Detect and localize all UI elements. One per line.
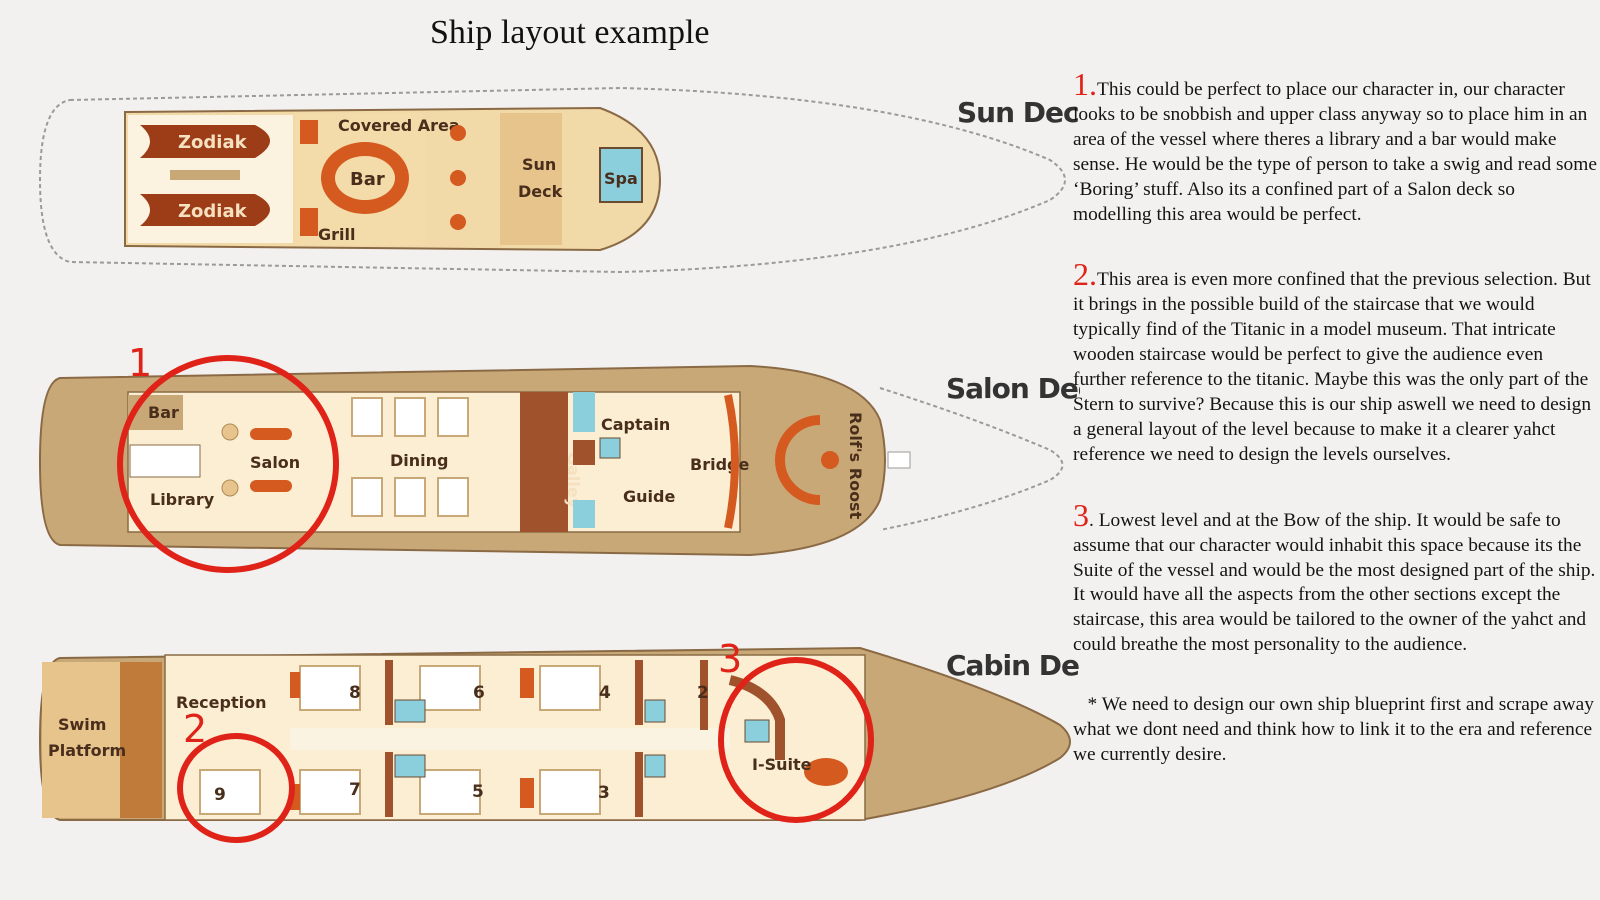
sun-deck-label-a: Sun xyxy=(522,155,556,174)
galley-cooler xyxy=(573,392,595,432)
bar-inner xyxy=(335,156,395,200)
guide-label: Guide xyxy=(623,487,675,506)
salon-label: Salon xyxy=(250,453,300,472)
suite-tub xyxy=(804,758,848,786)
grill-unit-1 xyxy=(300,120,318,144)
roost-table xyxy=(821,451,839,469)
zodiak-boat-2 xyxy=(140,194,270,226)
page-title: Ship layout example xyxy=(430,14,710,51)
sun-tables xyxy=(450,125,466,230)
cabin-5-label: 5 xyxy=(472,782,484,802)
note-1-number: 1. xyxy=(1073,66,1097,102)
footnote-text: * We need to design our own ship bluepri… xyxy=(1073,694,1594,765)
note-2-text: This area is even more confined that the… xyxy=(1073,269,1592,465)
captain-label: Captain xyxy=(601,415,670,434)
swim-label-a: Swim xyxy=(58,715,106,734)
note-3-number: 3 xyxy=(1073,496,1089,533)
rolfs-roost-label: Rolf's Roost xyxy=(846,412,865,520)
swim-label-b: Platform xyxy=(48,741,126,760)
salon-deck-label: Salon Deck xyxy=(946,372,1080,405)
grill-unit-2 xyxy=(300,208,318,236)
dining-tables xyxy=(351,397,469,517)
covered-area-label: Covered Area xyxy=(338,116,460,135)
highlight-markers: 1 2 3 xyxy=(117,341,874,843)
salon-bar xyxy=(128,395,183,430)
marker-circle-2 xyxy=(177,733,295,843)
note-2-number: 2. xyxy=(1073,256,1097,293)
cabin-4-label: 4 xyxy=(599,683,611,703)
bridge-label: Bridge xyxy=(690,455,749,474)
dining-label: Dining xyxy=(390,451,448,470)
swim-steps xyxy=(120,662,162,818)
note-1-text: This could be perfect to place our chara… xyxy=(1073,79,1597,225)
cabin-deck: Swim Platform Reception 8 6 4 2 9 7 xyxy=(38,646,1080,821)
cabin-furniture xyxy=(290,668,534,810)
spa-pool xyxy=(599,147,643,203)
cabin-9-label: 9 xyxy=(214,785,226,805)
grill-label: Grill xyxy=(318,225,355,244)
galley-label: Galley xyxy=(564,452,583,509)
salon-chairs xyxy=(221,423,239,497)
salon-deck-outline xyxy=(879,387,1064,531)
galley xyxy=(520,392,568,532)
salon-bar-label: Bar xyxy=(148,403,179,422)
corridor xyxy=(290,728,730,750)
zodiak-boat-1 xyxy=(140,125,270,158)
cabin-6-label: 6 xyxy=(473,683,485,703)
spa-label: Spa xyxy=(604,169,638,188)
note-2: 2.This area is even more confined that t… xyxy=(1073,258,1598,467)
sun-deck: Zodiak Zodiak Covered Area Bar Grill Sun… xyxy=(38,86,1080,274)
suite-stair xyxy=(728,675,785,760)
bridge-console xyxy=(724,394,739,529)
ship-plan: Zodiak Zodiak Covered Area Bar Grill Sun… xyxy=(38,86,1080,843)
sun-deck-area xyxy=(500,113,562,245)
cabin-3-label: 3 xyxy=(598,783,610,803)
zodiak-2-label: Zodiak xyxy=(178,201,248,222)
roost-seat xyxy=(775,415,821,505)
reception-label: Reception xyxy=(176,693,266,712)
marker-2-label: 2 xyxy=(183,707,207,751)
galley-sink xyxy=(573,500,595,528)
marker-circle-3 xyxy=(718,657,874,823)
sun-bar-label: Bar xyxy=(350,169,385,190)
cabin-2-label: 2 xyxy=(697,683,709,703)
galley-block xyxy=(573,440,595,465)
suite-label: I-Suite xyxy=(752,755,812,774)
marker-1-label: 1 xyxy=(128,341,152,385)
zodiak-ramp xyxy=(170,170,240,180)
sun-deck-label: Sun Deck xyxy=(957,96,1080,129)
notes-panel: 1.This could be perfect to place our cha… xyxy=(1073,68,1598,787)
cabin-baths xyxy=(394,699,770,778)
zodiak-1-label: Zodiak xyxy=(178,132,248,153)
marker-circle-1 xyxy=(117,355,339,573)
note-1: 1.This could be perfect to place our cha… xyxy=(1073,68,1598,227)
sun-deck-outline xyxy=(38,86,1066,274)
cabin-deck-label: Cabin Deck xyxy=(946,649,1080,682)
sun-deck-label-b: Deck xyxy=(518,182,563,201)
bow-fixture xyxy=(887,451,911,469)
stairs xyxy=(129,444,201,478)
salon-deck-floor xyxy=(127,391,741,533)
cabin-beds xyxy=(199,665,601,815)
footnote: * We need to design our own ship bluepri… xyxy=(1073,693,1598,768)
cabin-walls xyxy=(385,660,708,817)
salon-sofas xyxy=(250,428,292,492)
salon-deck: Bar Library Salon Dining Galley Captain … xyxy=(38,364,1080,557)
library-label: Library xyxy=(150,490,215,509)
note-3: 3. Lowest level and at the Bow of the sh… xyxy=(1073,499,1598,658)
cabin-bath xyxy=(599,437,621,459)
cabin-7-label: 7 xyxy=(349,780,361,800)
cabin-8-label: 8 xyxy=(349,683,361,703)
note-3-text: . Lowest level and at the Bow of the shi… xyxy=(1073,509,1596,656)
marker-3-label: 3 xyxy=(718,637,742,681)
